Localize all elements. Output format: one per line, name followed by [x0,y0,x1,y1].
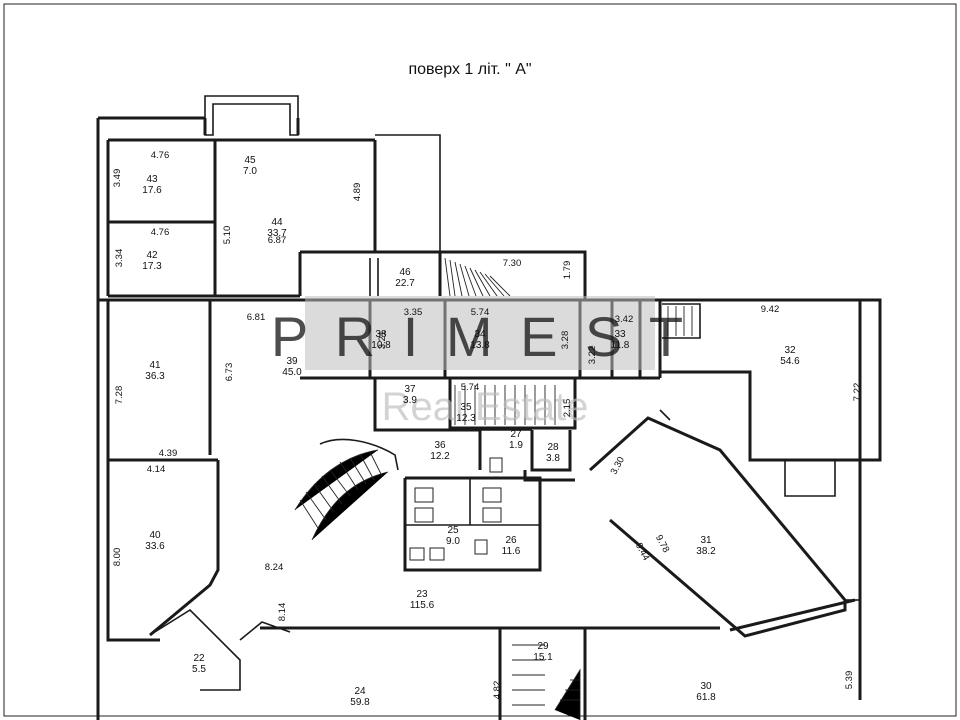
dimension-label: 4.39 [159,448,178,459]
dimension-label: 6.73 [224,363,235,382]
room-number: 29 [537,641,549,652]
dimension-label: 3.35 [404,307,423,318]
dimension-label: 6.87 [268,235,287,246]
room-area: 12.3 [456,413,476,424]
wc-fixtures [409,457,503,561]
room-area: 38.2 [696,546,716,557]
room-area: 7.0 [243,166,257,177]
dimension-label: 7.28 [114,386,125,405]
room-area: 17.6 [142,185,162,196]
watermark-box [305,296,655,370]
room-number: 44 [271,217,283,228]
room-number: 41 [149,360,161,371]
room-area: 59.8 [350,697,370,708]
dimension-label: 6.81 [247,312,266,323]
dimension-label: 7.22 [852,383,863,402]
room-number: 39 [286,356,298,367]
room-area: 115.6 [410,600,435,611]
room-area: 13.8 [470,340,490,351]
room-number: 27 [510,429,522,440]
room-area: 9.0 [446,536,460,547]
dimension-label: 4.89 [352,183,363,202]
room-area: 36.3 [145,371,165,382]
room-number: 40 [149,530,161,541]
dimension-label: 4.76 [151,227,170,238]
dimension-label: 3.28 [560,331,571,350]
watermark-subtitle: Real Estate [382,385,589,429]
room-number: 43 [146,174,158,185]
room-area: 5.5 [192,664,206,675]
dimension-label: 9.42 [761,304,780,315]
room-number: 37 [404,384,416,395]
room-number: 35 [460,402,472,413]
room-area: 22.7 [395,278,415,289]
dimension-label: 8.14 [277,603,288,622]
dimension-label: 7.30 [503,258,522,269]
dimension-label: 3.22 [587,346,598,365]
dimension-label: 9.44 [633,541,651,562]
room-number: 32 [784,345,796,356]
dimension-label: 2.15 [562,399,573,418]
room-area: 12.2 [430,451,450,462]
room-area: 3.8 [546,453,560,464]
dimension-label: 8.24 [265,562,284,573]
room-number: 45 [244,155,256,166]
room-number: 34 [474,329,486,340]
room-number: 25 [447,525,459,536]
dimension-label: 5.74 [461,382,480,393]
watermark: P R I M E S T Real Estate [271,296,689,429]
stair-hatching [294,257,693,720]
dimension-label: 3.21 [377,331,388,350]
dimension-label: 5.74 [471,307,490,318]
dimension-label: 3.49 [112,169,123,188]
dimension-label: 1.79 [562,261,573,280]
room-area: 15.1 [533,652,553,663]
room-number: 42 [146,250,158,261]
dimension-label: 5.10 [222,226,233,245]
dimension-label: 4.82 [492,681,503,700]
room-number: 26 [505,535,517,546]
page-border [3,3,957,717]
dimension-label: 9.78 [653,533,671,554]
room-number: 24 [354,686,366,697]
room-area: 10.8 [371,340,391,351]
room-number: 36 [434,440,446,451]
dimension-label: 4.76 [151,150,170,161]
dimension-label: 3.30 [609,455,627,476]
room-area: 61.8 [696,692,716,703]
watermark-logo-text: P R I M E S T [271,305,689,368]
room-area: 33.7 [267,228,287,239]
room-area: 11.6 [502,546,521,557]
plan-title: поверх 1 літ. " А" [408,61,531,78]
room-area: 33.6 [145,541,165,552]
room-area: 54.6 [780,356,800,367]
room-number: 23 [416,589,428,600]
dimension-label: 8.00 [112,548,123,567]
room-number: 28 [547,442,559,453]
room-area: 45.0 [282,367,302,378]
room-number: 33 [614,329,626,340]
room-number: 22 [193,653,205,664]
dimension-label: 5.39 [844,671,855,690]
room-area: 1.9 [509,440,523,451]
dimension-label: 3.34 [114,249,125,268]
room-number: 31 [700,535,712,546]
room-number: 30 [700,681,712,692]
room-area: 17.3 [142,261,162,272]
room-area: 3.9 [403,395,417,406]
dimension-label: 4.14 [147,464,166,475]
room-number: 46 [399,267,411,278]
room-area: 11.8 [611,340,630,351]
dimension-label: 3.42 [615,314,634,325]
room-number: 38 [375,329,387,340]
